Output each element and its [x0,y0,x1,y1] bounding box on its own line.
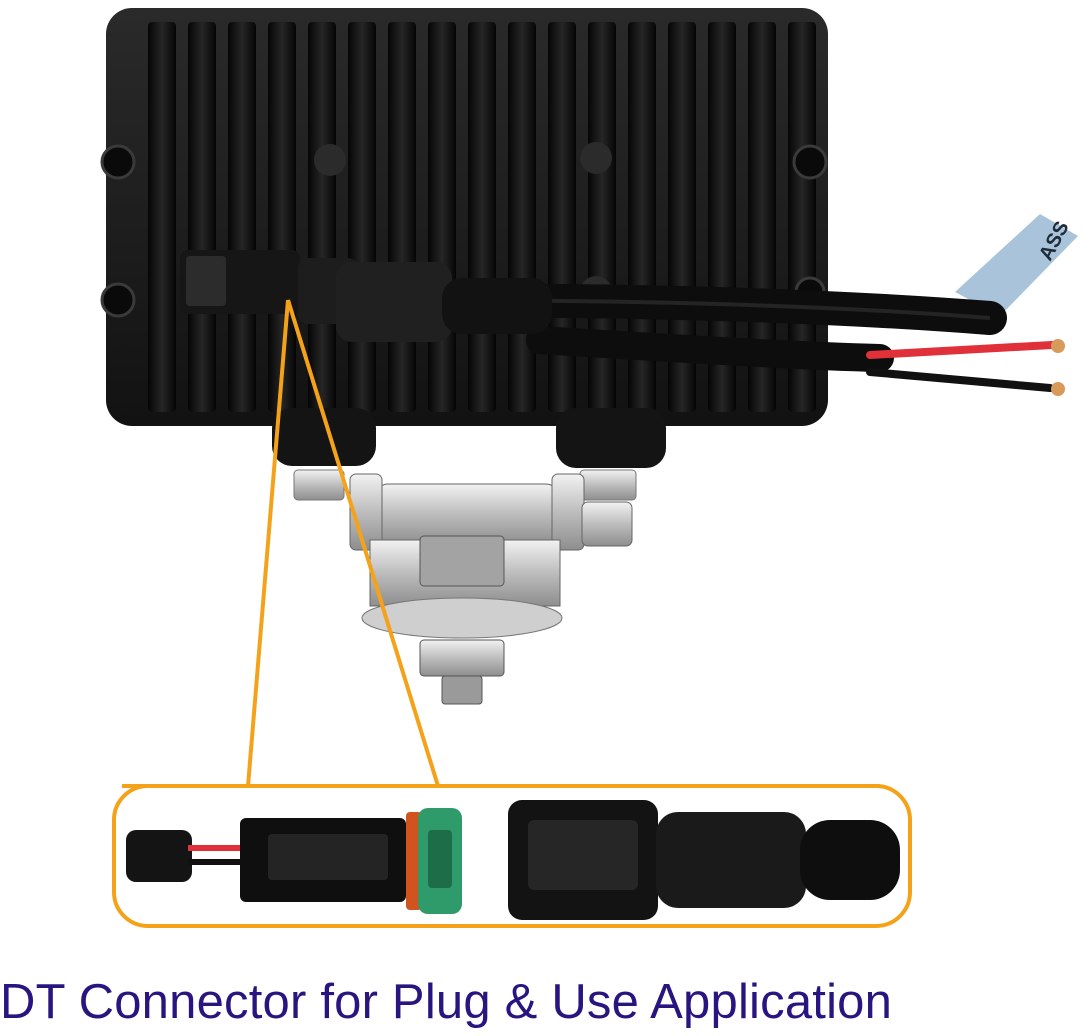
dt-connector-icon [180,250,552,342]
heatsink-fin [308,22,336,412]
heatsink-fin [428,22,456,412]
screw-hole-icon [792,144,828,180]
black-wire [866,368,1054,392]
heatsink-fin [388,22,416,412]
heatsink-fin [348,22,376,412]
heatsink-fin [268,22,296,412]
heatsink-fin [508,22,536,412]
heatsink-fin [188,22,216,412]
female-connector-icon [508,800,900,920]
screw-hole-icon [100,144,136,180]
heatsink-fin [468,22,496,412]
screw-hole-icon [100,282,136,318]
red-wire [866,341,1056,359]
heatsink-fin [228,22,256,412]
page-caption: DT Connector for Plug & Use Application [0,975,893,1029]
male-connector-icon [126,808,462,914]
mounting-bracket [272,408,666,705]
connector-detail-callout [112,784,912,928]
heatsink-fin [148,22,176,412]
